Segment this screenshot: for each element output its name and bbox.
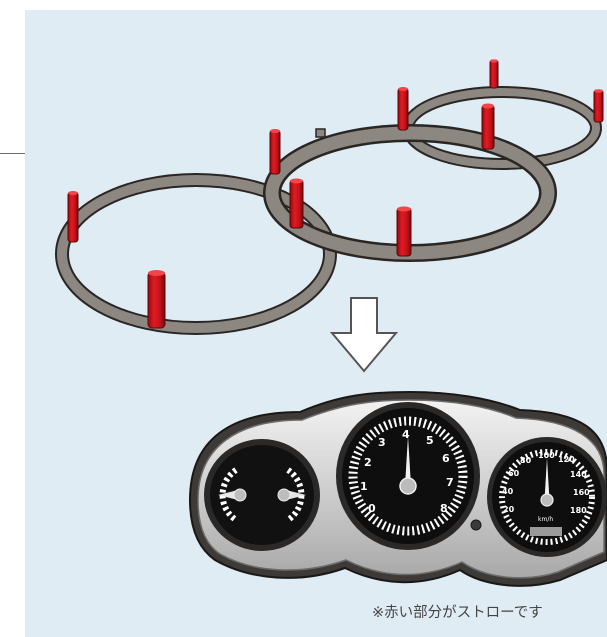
odometer-display — [530, 527, 562, 536]
straw — [593, 89, 604, 123]
tach-number: 2 — [364, 456, 372, 469]
straw — [67, 191, 79, 243]
speed-number: 100 — [538, 451, 555, 460]
tach-number: 5 — [426, 434, 434, 447]
speed-number: 180 — [570, 506, 587, 515]
tach-number: 6 — [442, 452, 450, 465]
straw — [396, 206, 412, 257]
tach-number: 0 — [368, 502, 376, 515]
straw — [147, 270, 166, 329]
left-gauge — [204, 439, 320, 551]
tachometer: 0 1 2 3 4 5 6 7 8 — [336, 402, 480, 550]
gauge-cluster: 0 1 2 3 4 5 6 7 8 20 — [188, 390, 607, 587]
straw — [489, 59, 499, 89]
tach-number: 8 — [440, 502, 448, 515]
straws — [67, 59, 604, 329]
tach-number: 4 — [402, 428, 410, 441]
speed-unit: km/h — [538, 516, 553, 523]
ring-frame — [55, 86, 602, 335]
speed-number: 120 — [558, 455, 575, 464]
speed-number: 40 — [502, 487, 514, 496]
tach-number: 7 — [446, 476, 454, 489]
speed-number: 160 — [573, 488, 590, 497]
straw — [397, 87, 409, 131]
tach-number: 3 — [378, 436, 386, 449]
tach-number: 1 — [360, 480, 368, 493]
speed-number: 20 — [503, 505, 515, 514]
straw — [481, 103, 495, 150]
speed-number: 60 — [508, 469, 520, 478]
trip-button — [470, 519, 482, 531]
left-margin-line — [0, 153, 25, 154]
straw — [289, 178, 304, 229]
speed-number: 80 — [520, 456, 532, 465]
speedometer: 20 40 60 80 100 120 140 160 180 km/h — [487, 437, 607, 557]
caption-note: ※赤い部分がストローです — [372, 605, 543, 621]
straw — [269, 129, 281, 175]
speed-number: 140 — [570, 470, 587, 479]
down-arrow-icon — [329, 297, 399, 373]
